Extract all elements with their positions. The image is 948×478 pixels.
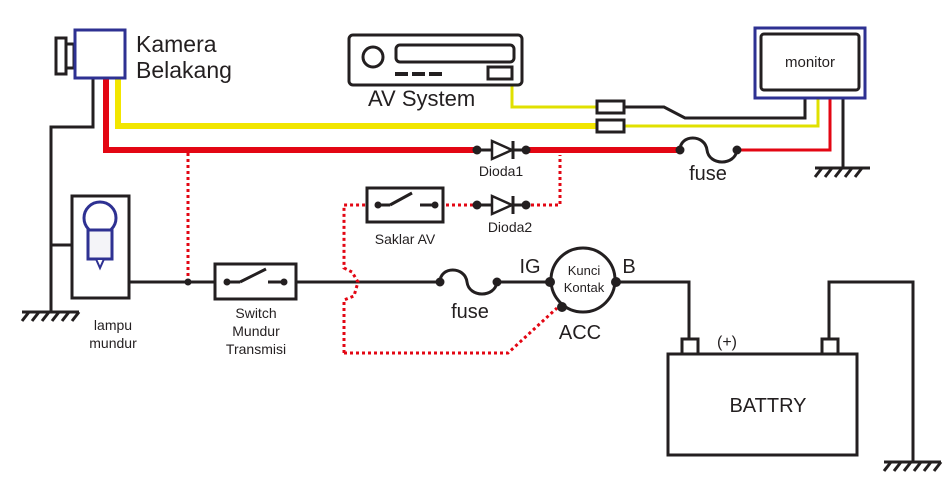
terminal-b-label: B bbox=[622, 256, 635, 278]
diode2-label: Dioda2 bbox=[488, 219, 533, 235]
battery-label: BATTRY bbox=[729, 395, 806, 417]
reverse-switch-label-3: Transmisi bbox=[226, 341, 286, 357]
wire-camera-ground bbox=[49, 78, 95, 312]
ground-icon bbox=[20, 310, 81, 322]
saklar-av-label: Saklar AV bbox=[375, 231, 436, 247]
lamp-label-1: lampu bbox=[94, 317, 132, 333]
wire-dotted-diode2-to-red bbox=[525, 155, 562, 207]
ignition-key-switch bbox=[545, 246, 621, 314]
key-label-1: Kunci bbox=[568, 263, 601, 278]
wire-av-video-out bbox=[510, 85, 597, 109]
wire-dotted-saklar bbox=[342, 203, 370, 353]
rear-camera bbox=[54, 28, 127, 80]
fuse-top-label: fuse bbox=[689, 163, 727, 185]
diode2-symbol bbox=[472, 194, 531, 216]
wire-b-to-battery bbox=[616, 280, 691, 342]
wire-camera-power bbox=[103, 78, 480, 153]
terminal-acc-label: ACC bbox=[559, 322, 601, 344]
fuse-bottom-label: fuse bbox=[451, 301, 489, 323]
junction-dot bbox=[184, 278, 192, 286]
av-system-label: AV System bbox=[368, 86, 475, 111]
battery bbox=[666, 337, 859, 457]
camera-label-2: Belakang bbox=[136, 57, 232, 83]
wire-battery-neg-ground bbox=[827, 280, 915, 462]
reverse-lamp bbox=[70, 194, 131, 300]
av-system-unit bbox=[347, 33, 524, 87]
lamp-label-2: mundur bbox=[89, 335, 137, 351]
ground-icon bbox=[813, 166, 870, 178]
battery-positive-label: (+) bbox=[717, 334, 737, 351]
reverse-switch-label-2: Mundur bbox=[232, 323, 280, 339]
monitor-label: monitor bbox=[785, 54, 835, 71]
monitor-unit bbox=[753, 26, 867, 100]
wire-dotted-acc bbox=[344, 306, 559, 355]
key-label-2: Kontak bbox=[564, 280, 605, 295]
video-connector-2 bbox=[595, 118, 626, 134]
video-connector-1 bbox=[595, 99, 626, 115]
reverse-transmission-switch bbox=[213, 262, 298, 301]
fuse-bottom-symbol bbox=[435, 268, 502, 296]
terminal-ig-label: IG bbox=[519, 256, 540, 278]
diode1-label: Dioda1 bbox=[479, 163, 524, 179]
fuse-top-symbol bbox=[675, 136, 742, 164]
wire-av-to-monitor bbox=[625, 97, 807, 120]
camera-label-1: Kamera bbox=[136, 31, 217, 57]
saklar-av-switch bbox=[365, 186, 445, 224]
wire-camera-video bbox=[115, 78, 597, 129]
reverse-switch-label-1: Switch bbox=[235, 305, 276, 321]
wire-red-fuse-to-monitor bbox=[738, 97, 832, 152]
diode1-symbol bbox=[472, 139, 531, 161]
ground-icon bbox=[882, 460, 943, 472]
wire-video-to-monitor bbox=[625, 97, 820, 128]
